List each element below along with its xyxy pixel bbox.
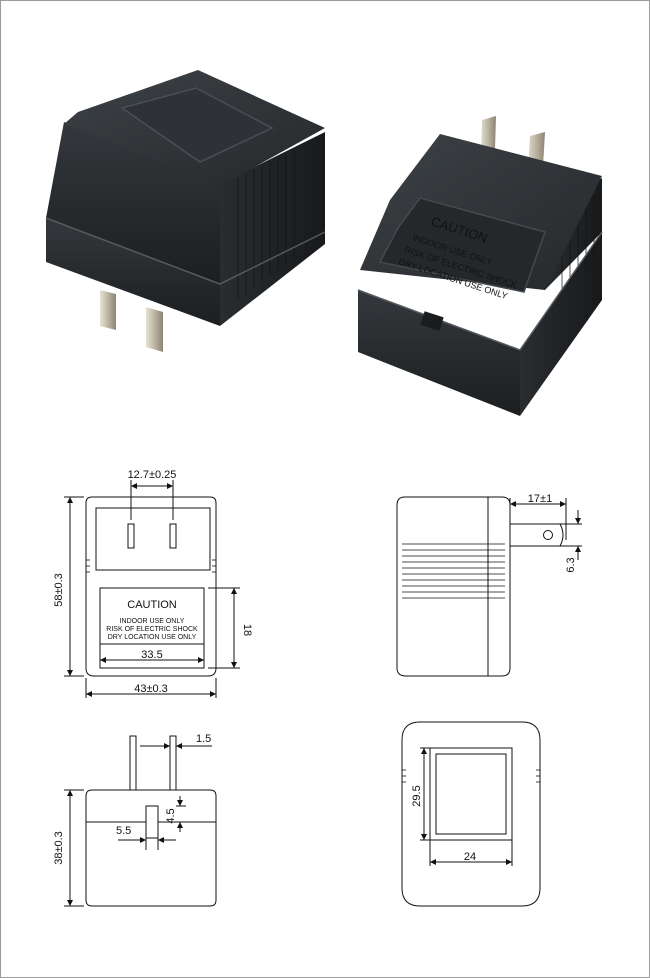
- dim-slot-width: 5.5: [116, 825, 131, 837]
- side-view-labels: 17±1 6.3: [528, 493, 577, 573]
- dim-depth: 38±0.3: [53, 831, 65, 865]
- dim-pin-length: 17±1: [528, 493, 552, 505]
- caution-line-2: RISK OF ELECTRIC SHOCK: [106, 626, 198, 633]
- bottom-slot: [145, 805, 159, 839]
- pin-left-2: [146, 307, 163, 352]
- adapter-photo-left: [45, 70, 326, 352]
- top-view-labels: 29.5 24: [411, 785, 476, 863]
- top-view-drawing: [401, 721, 541, 907]
- side-pin-hole: [543, 530, 553, 540]
- top-panel-inner: [435, 753, 507, 835]
- front-view-drawing: [64, 480, 240, 698]
- front-outline: [85, 496, 217, 677]
- dim-height: 58±0.3: [53, 573, 65, 607]
- front-plug-face: [95, 507, 211, 571]
- arrowheads-top: [421, 748, 512, 865]
- top-panel-outer: [429, 747, 513, 841]
- bottom-outline: [85, 789, 217, 907]
- dim-panel-height: 29.5: [411, 785, 423, 806]
- dim-pin-thickness: 1.5: [196, 733, 211, 745]
- bottom-pin-2: [169, 735, 177, 791]
- dim-pin-hole: 6.3: [565, 557, 577, 572]
- caution-line-3: DRY LOCATION USE ONLY: [108, 634, 197, 641]
- dim-panel-width: 24: [464, 851, 476, 863]
- side-ribs: [402, 543, 505, 599]
- front-view-labels: 12.7±0.25 58±0.3 18 33.5 43±0.3 CAUTION …: [53, 469, 253, 695]
- pin-left-1: [100, 290, 116, 330]
- bottom-view-drawing: [64, 735, 217, 907]
- side-outline: [396, 496, 511, 677]
- arrowheads-bottom: [67, 743, 183, 906]
- dim-width: 43±0.3: [134, 683, 168, 695]
- front-caution-panel: [99, 587, 205, 669]
- caution-title: CAUTION: [127, 599, 177, 611]
- dim-label-width: 33.5: [141, 649, 162, 661]
- side-pin: [510, 523, 564, 547]
- front-pin-slot-2: [169, 523, 177, 549]
- arrowheads-side: [510, 501, 581, 552]
- adapter-photo-right: CAUTION INDOOR USE ONLY RISK OF ELECTRIC…: [357, 116, 603, 416]
- dim-label-height: 18: [241, 624, 253, 636]
- bottom-view-labels: 1.5 38±0.3 5.5 4.5: [53, 733, 211, 865]
- dim-pin-spacing: 12.7±0.25: [128, 469, 177, 481]
- arrowheads-front: [67, 483, 237, 697]
- front-pin-slot-1: [127, 523, 135, 549]
- caution-line-1: INDOOR USE ONLY: [120, 618, 185, 625]
- dim-slot-depth: 4.5: [165, 808, 177, 823]
- bottom-pin-1: [129, 735, 137, 791]
- side-view-drawing: [396, 496, 582, 677]
- top-outline: [401, 721, 541, 907]
